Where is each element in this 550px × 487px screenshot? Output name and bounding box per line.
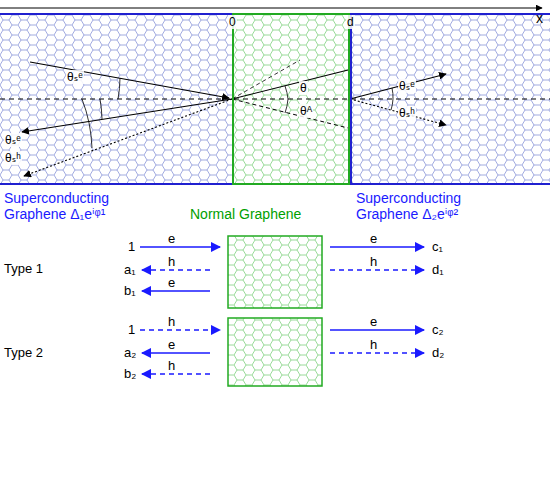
angle-label: θᴬ xyxy=(299,104,313,118)
type-label: Type 2 xyxy=(4,346,43,360)
particle-label: e xyxy=(370,232,377,246)
region-label: Superconducting Graphene Δ₁eⁱᵠ¹ xyxy=(4,190,154,222)
port-label: 1 xyxy=(128,240,135,254)
port-label: d₂ xyxy=(432,346,444,360)
particle-label: h xyxy=(370,338,377,352)
angle-label: θₛᵉ xyxy=(398,79,416,93)
port-label: b₁ xyxy=(124,284,136,298)
axis-label: x xyxy=(536,11,543,25)
angle-label: θₛʰ xyxy=(398,106,416,120)
region-label: Normal Graphene xyxy=(190,206,301,222)
particle-label: h xyxy=(168,359,175,373)
particle-label: h xyxy=(370,255,377,269)
angle-label: θₛʰ xyxy=(4,151,22,165)
angle-label: θₛᵉ xyxy=(4,133,22,147)
port-label: a₁ xyxy=(124,263,136,277)
port-label: b₂ xyxy=(124,367,136,381)
particle-label: e xyxy=(168,276,175,290)
angle-label: θ xyxy=(299,81,308,95)
particle-label: e xyxy=(168,338,175,352)
type-label: Type 1 xyxy=(4,262,43,276)
port-label: 1 xyxy=(128,323,135,337)
port-label: a₂ xyxy=(124,346,136,360)
particle-label: e xyxy=(370,315,377,329)
port-label: d₁ xyxy=(432,263,444,277)
axis-tick: 0 xyxy=(228,15,237,29)
particle-label: h xyxy=(168,255,175,269)
angle-label: θₛᵉ xyxy=(66,70,84,84)
axis-tick: d xyxy=(346,15,355,29)
region-normal: Normal Graphene xyxy=(232,13,350,185)
port-label: c₁ xyxy=(432,240,443,254)
region-superconducting-left: Superconducting Graphene Δ₁eⁱᵠ¹ xyxy=(0,13,232,185)
port-label: c₂ xyxy=(432,323,444,337)
particle-label: h xyxy=(168,315,175,329)
particle-label: e xyxy=(168,232,175,246)
region-superconducting-right: Superconducting Graphene Δ₂eⁱᵠ² xyxy=(350,13,550,185)
region-label: Superconducting Graphene Δ₂eⁱᵠ² xyxy=(356,190,506,222)
